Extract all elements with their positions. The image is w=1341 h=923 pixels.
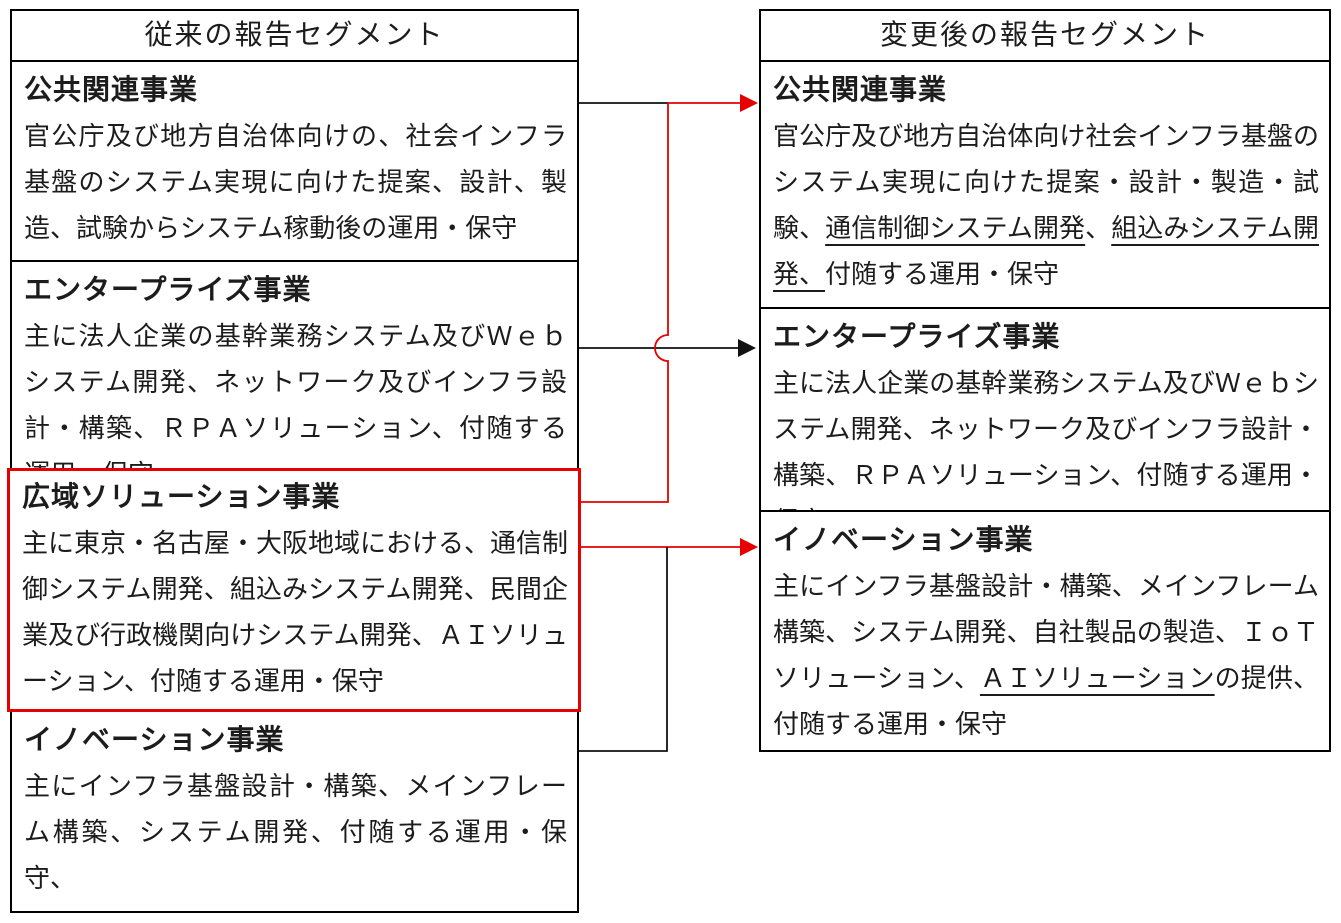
arrowhead-enterprise-black	[738, 339, 756, 357]
section-title: 公共関連事業	[773, 75, 948, 106]
legacy-segments-panel: 従来の報告セグメント 公共関連事業 官公庁及び地方自治体向けの、社会インフラ基盤…	[7, 9, 581, 913]
legacy-section-wide-area-solution-highlighted: 広域ソリューション事業 主に東京・名古屋・大阪地域における、通信制御システム開発…	[7, 468, 581, 712]
section-body: 主にインフラ基盤設計・構築、メインフレーム構築、システム開発、自社製品の製造、Ｉ…	[773, 572, 1319, 739]
section-title: 公共関連事業	[24, 75, 199, 106]
section-body: 主に東京・名古屋・大阪地域における、通信制御システム開発、組込みシステム開発、民…	[22, 529, 569, 696]
section-body: 官公庁及び地方自治体向け社会インフラ基盤のシステム実現に向けた提案・設計・製造・…	[773, 122, 1319, 289]
section-body: 主に法人企業の基幹業務システム及びＷｅｂシステム開発、ネットワーク及びインフラ設…	[24, 322, 567, 468]
section-title: イノベーション事業	[773, 525, 1034, 556]
new-section-enterprise: エンタープライズ事業 主に法人企業の基幹業務システム及びＷｅｂシステム開発、ネッ…	[761, 307, 1329, 510]
section-body: 主に法人企業の基幹業務システム及びＷｅｂシステム開発、ネットワーク及びインフラ設…	[773, 369, 1319, 510]
legacy-section-public: 公共関連事業 官公庁及び地方自治体向けの、社会インフラ基盤のシステム実現に向けた…	[12, 62, 577, 260]
section-title: エンタープライズ事業	[24, 275, 312, 306]
new-panel-title: 変更後の報告セグメント	[879, 20, 1210, 51]
section-title: エンタープライズ事業	[773, 322, 1061, 353]
new-section-public: 公共関連事業 官公庁及び地方自治体向け社会インフラ基盤のシステム実現に向けた提案…	[761, 62, 1329, 307]
arrowhead-innovation-red	[740, 538, 758, 556]
connector-innovation-black-elbow	[579, 547, 668, 752]
section-body: 官公庁及び地方自治体向けの、社会インフラ基盤のシステム実現に向けた提案、設計、製…	[24, 122, 567, 243]
section-body: 主にインフラ基盤設計・構築、メインフレーム構築、システム開発、付随する運用・保守…	[24, 772, 567, 893]
arrowhead-public-red	[740, 94, 758, 112]
legacy-section-enterprise: エンタープライズ事業 主に法人企業の基幹業務システム及びＷｅｂシステム開発、ネッ…	[12, 260, 577, 468]
section-title: イノベーション事業	[24, 725, 285, 756]
new-panel-header: 変更後の報告セグメント	[761, 11, 1329, 62]
legacy-section-innovation: イノベーション事業 主にインフラ基盤設計・構築、メインフレーム構築、システム開発…	[12, 712, 577, 910]
legacy-panel-title: 従来の報告セグメント	[144, 20, 445, 51]
new-section-innovation: イノベーション事業 主にインフラ基盤設計・構築、メインフレーム構築、システム開発…	[761, 510, 1329, 750]
connector-wide-area-to-public-red-line-with-hop	[581, 103, 669, 503]
legacy-panel-header: 従来の報告セグメント	[12, 11, 577, 62]
new-segments-panel: 変更後の報告セグメント 公共関連事業 官公庁及び地方自治体向け社会インフラ基盤の…	[759, 9, 1331, 752]
section-title: 広域ソリューション事業	[22, 482, 341, 513]
